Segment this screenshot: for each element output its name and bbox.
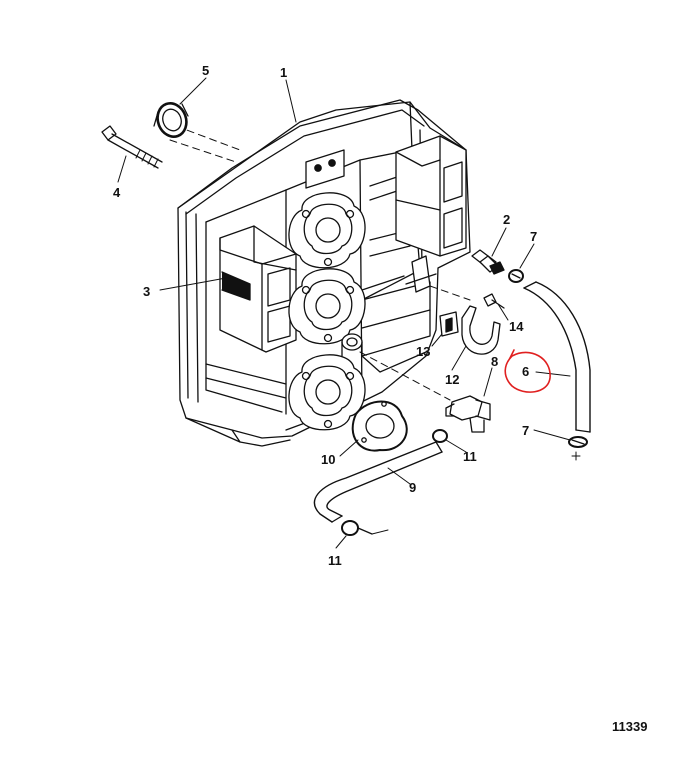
callout-10: 10 [321,452,336,467]
callout-2: 2 [503,212,511,227]
callout-3: 3 [143,284,151,299]
port-upper [288,192,366,269]
callout-1: 1 [280,65,288,80]
part-7-clamp-lower [568,436,588,461]
part-12-p-clamp [461,305,501,355]
port-lower [288,354,366,431]
callout-13: 13 [416,344,431,359]
callout-11a: 11 [463,449,477,464]
callout-4: 4 [113,185,121,200]
part-11-clamp-lower [341,520,373,536]
highlight-circle [504,349,551,393]
part-2-fitting [471,249,505,275]
callout-8: 8 [491,354,499,369]
figure-number: 11339 [612,719,648,734]
callout-6: 6 [522,364,530,379]
assembly-dashed-lines [169,125,471,401]
callout-7b: 7 [522,423,530,438]
callout-12: 12 [445,372,460,387]
top-mounting-tab [305,149,345,189]
callout-5: 5 [202,63,210,78]
callout-9: 9 [409,480,417,495]
part-4-bolt [101,125,163,169]
side-bracket [405,255,437,293]
leader-lines [117,77,571,549]
center-fitting-boss [341,333,363,357]
part-10-gasket [351,400,408,452]
part-7-clamp-upper [508,269,524,283]
part-13-clip [439,311,459,337]
upper-right-port [395,135,467,257]
left-port [219,225,297,353]
part-8-elbow [445,395,491,433]
part-11-clamp-upper [432,429,448,443]
callout-7a: 7 [530,229,538,244]
part-6-hose [523,281,591,433]
callout-14: 14 [509,319,524,334]
part-14-screw [483,293,505,309]
callout-11b: 11 [328,553,342,568]
part-9-hose [313,441,443,523]
part-5-seal [153,102,189,138]
port-middle [288,268,366,345]
